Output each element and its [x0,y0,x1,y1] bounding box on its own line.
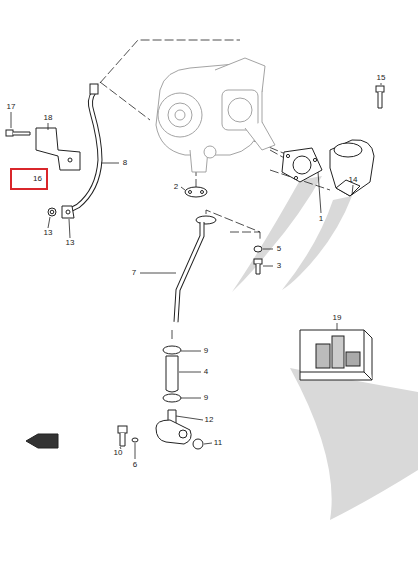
callout-number: 3 [276,262,282,270]
callout-number: 18 [43,114,54,122]
exhaust-parts [282,86,384,196]
callout-number: 1 [318,215,324,223]
callout-number: 19 [332,314,343,322]
callout-number: 12 [204,416,215,424]
callout-number: 15 [376,74,387,82]
callout-number: 14 [348,176,359,184]
callout-number: 5 [276,245,282,253]
callout-number: 9 [203,394,209,402]
callout-number: 6 [132,461,138,469]
callout-number: 17 [6,103,17,111]
callout-number: 8 [122,159,128,167]
callout-number: 9 [203,347,209,355]
bracket-and-nuts [6,128,80,218]
callout-number: 13 [65,239,76,247]
leader-lines [11,83,381,459]
turbocharger [156,58,275,172]
callout-number: 7 [131,269,137,277]
callout-number: 10 [113,449,124,457]
shading [232,176,418,520]
callout-number: 4 [203,368,209,376]
callout-number: 11 [213,439,223,447]
leader-dashes [92,40,330,340]
callout-number: 2 [173,183,179,191]
forward-arrow [26,434,58,448]
callout-box: 16 [10,168,48,190]
oil-return-parts [118,187,262,449]
gasket-kit [300,330,372,380]
oil-feed-pipe [66,84,100,212]
callout-number: 13 [43,229,54,237]
callout-number: 16 [29,175,46,183]
